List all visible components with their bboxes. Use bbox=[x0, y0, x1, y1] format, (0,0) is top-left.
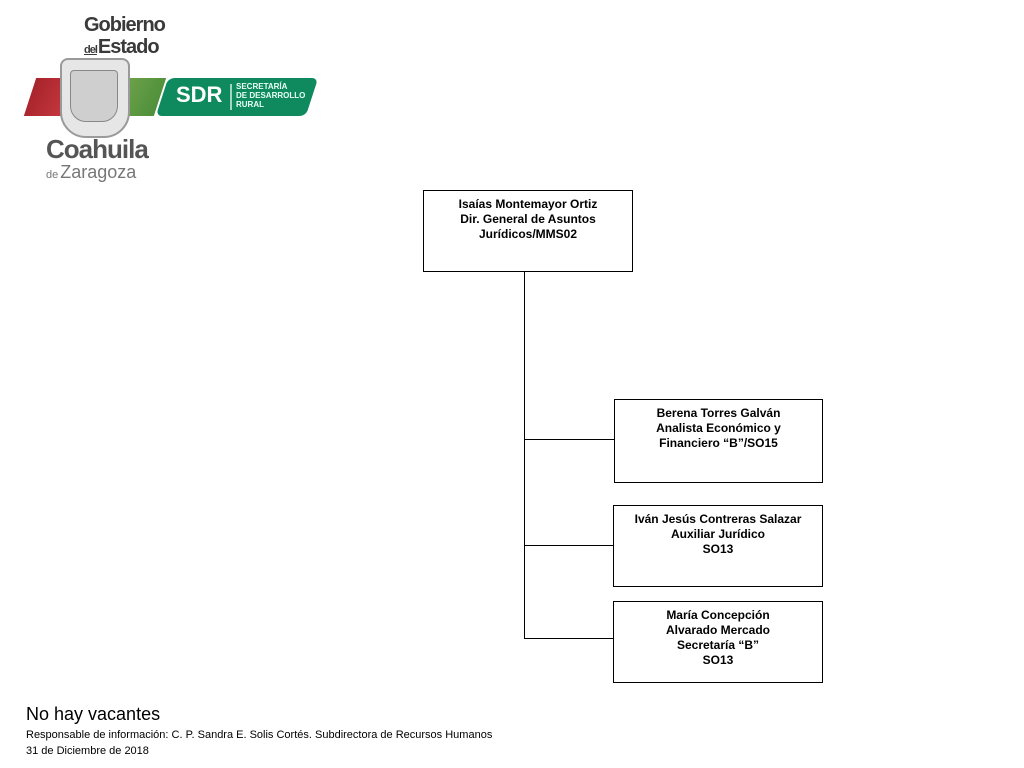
sdr-sub-line-1: SECRETARÍA bbox=[236, 82, 288, 91]
child-3-line-3: Secretaría “B” bbox=[676, 638, 760, 652]
sdr-sub-line-2: DE DESARROLLO bbox=[236, 91, 306, 100]
no-vacancies-text: No hay vacantes bbox=[26, 704, 161, 724]
root-line-2: Dir. General de Asuntos bbox=[460, 212, 596, 226]
child-1-line-1: Berena Torres Galván bbox=[656, 406, 781, 420]
child-3-line-1: María Concepción bbox=[666, 608, 770, 622]
state-seal-inner bbox=[70, 70, 118, 122]
child-2-line-3: SO13 bbox=[702, 542, 734, 556]
child-2-line-2: Auxiliar Jurídico bbox=[670, 527, 766, 541]
del-text: del bbox=[84, 44, 98, 56]
child-1-line-3: Financiero “B”/SO15 bbox=[659, 436, 778, 450]
org-node-child-3: María Concepción Alvarado Mercado Secret… bbox=[613, 601, 823, 683]
sdr-text: SDR bbox=[176, 82, 223, 107]
child-3-line-4: SO13 bbox=[702, 653, 734, 667]
de-text: de bbox=[46, 169, 59, 181]
connector-trunk bbox=[524, 271, 525, 639]
root-line-3: Jurídicos/MMS02 bbox=[478, 227, 578, 241]
responsible-text: Responsable de información: C. P. Sandra… bbox=[26, 729, 493, 741]
child-1-line-2: Analista Económico y bbox=[656, 421, 781, 435]
child-3-line-2: Alvarado Mercado bbox=[665, 623, 771, 637]
zaragoza-word: Zaragoza bbox=[60, 162, 137, 182]
root-line-1: Isaías Montemayor Ortiz bbox=[458, 197, 598, 211]
sdr-separator bbox=[230, 84, 232, 110]
date-text: 31 de Diciembre de 2018 bbox=[26, 745, 149, 757]
connector-branch-3 bbox=[524, 638, 614, 639]
del-estado-text: delEstado bbox=[84, 36, 160, 61]
org-node-child-2: Iván Jesús Contreras Salazar Auxiliar Ju… bbox=[613, 505, 823, 587]
estado-text: Estado bbox=[97, 36, 160, 58]
org-node-root: Isaías Montemayor Ortiz Dir. General de … bbox=[423, 190, 633, 272]
coahuila-text: Coahuila bbox=[46, 134, 149, 164]
connector-branch-2 bbox=[524, 545, 614, 546]
org-node-child-1: Berena Torres Galván Analista Económico … bbox=[614, 399, 823, 483]
sdr-sub-line-3: RURAL bbox=[236, 100, 264, 109]
gobierno-text: Gobierno bbox=[84, 14, 166, 36]
child-2-line-1: Iván Jesús Contreras Salazar bbox=[634, 512, 802, 526]
sdr-subtitle: SECRETARÍA DE DESARROLLO RURAL bbox=[236, 82, 320, 109]
connector-branch-1 bbox=[524, 439, 615, 440]
